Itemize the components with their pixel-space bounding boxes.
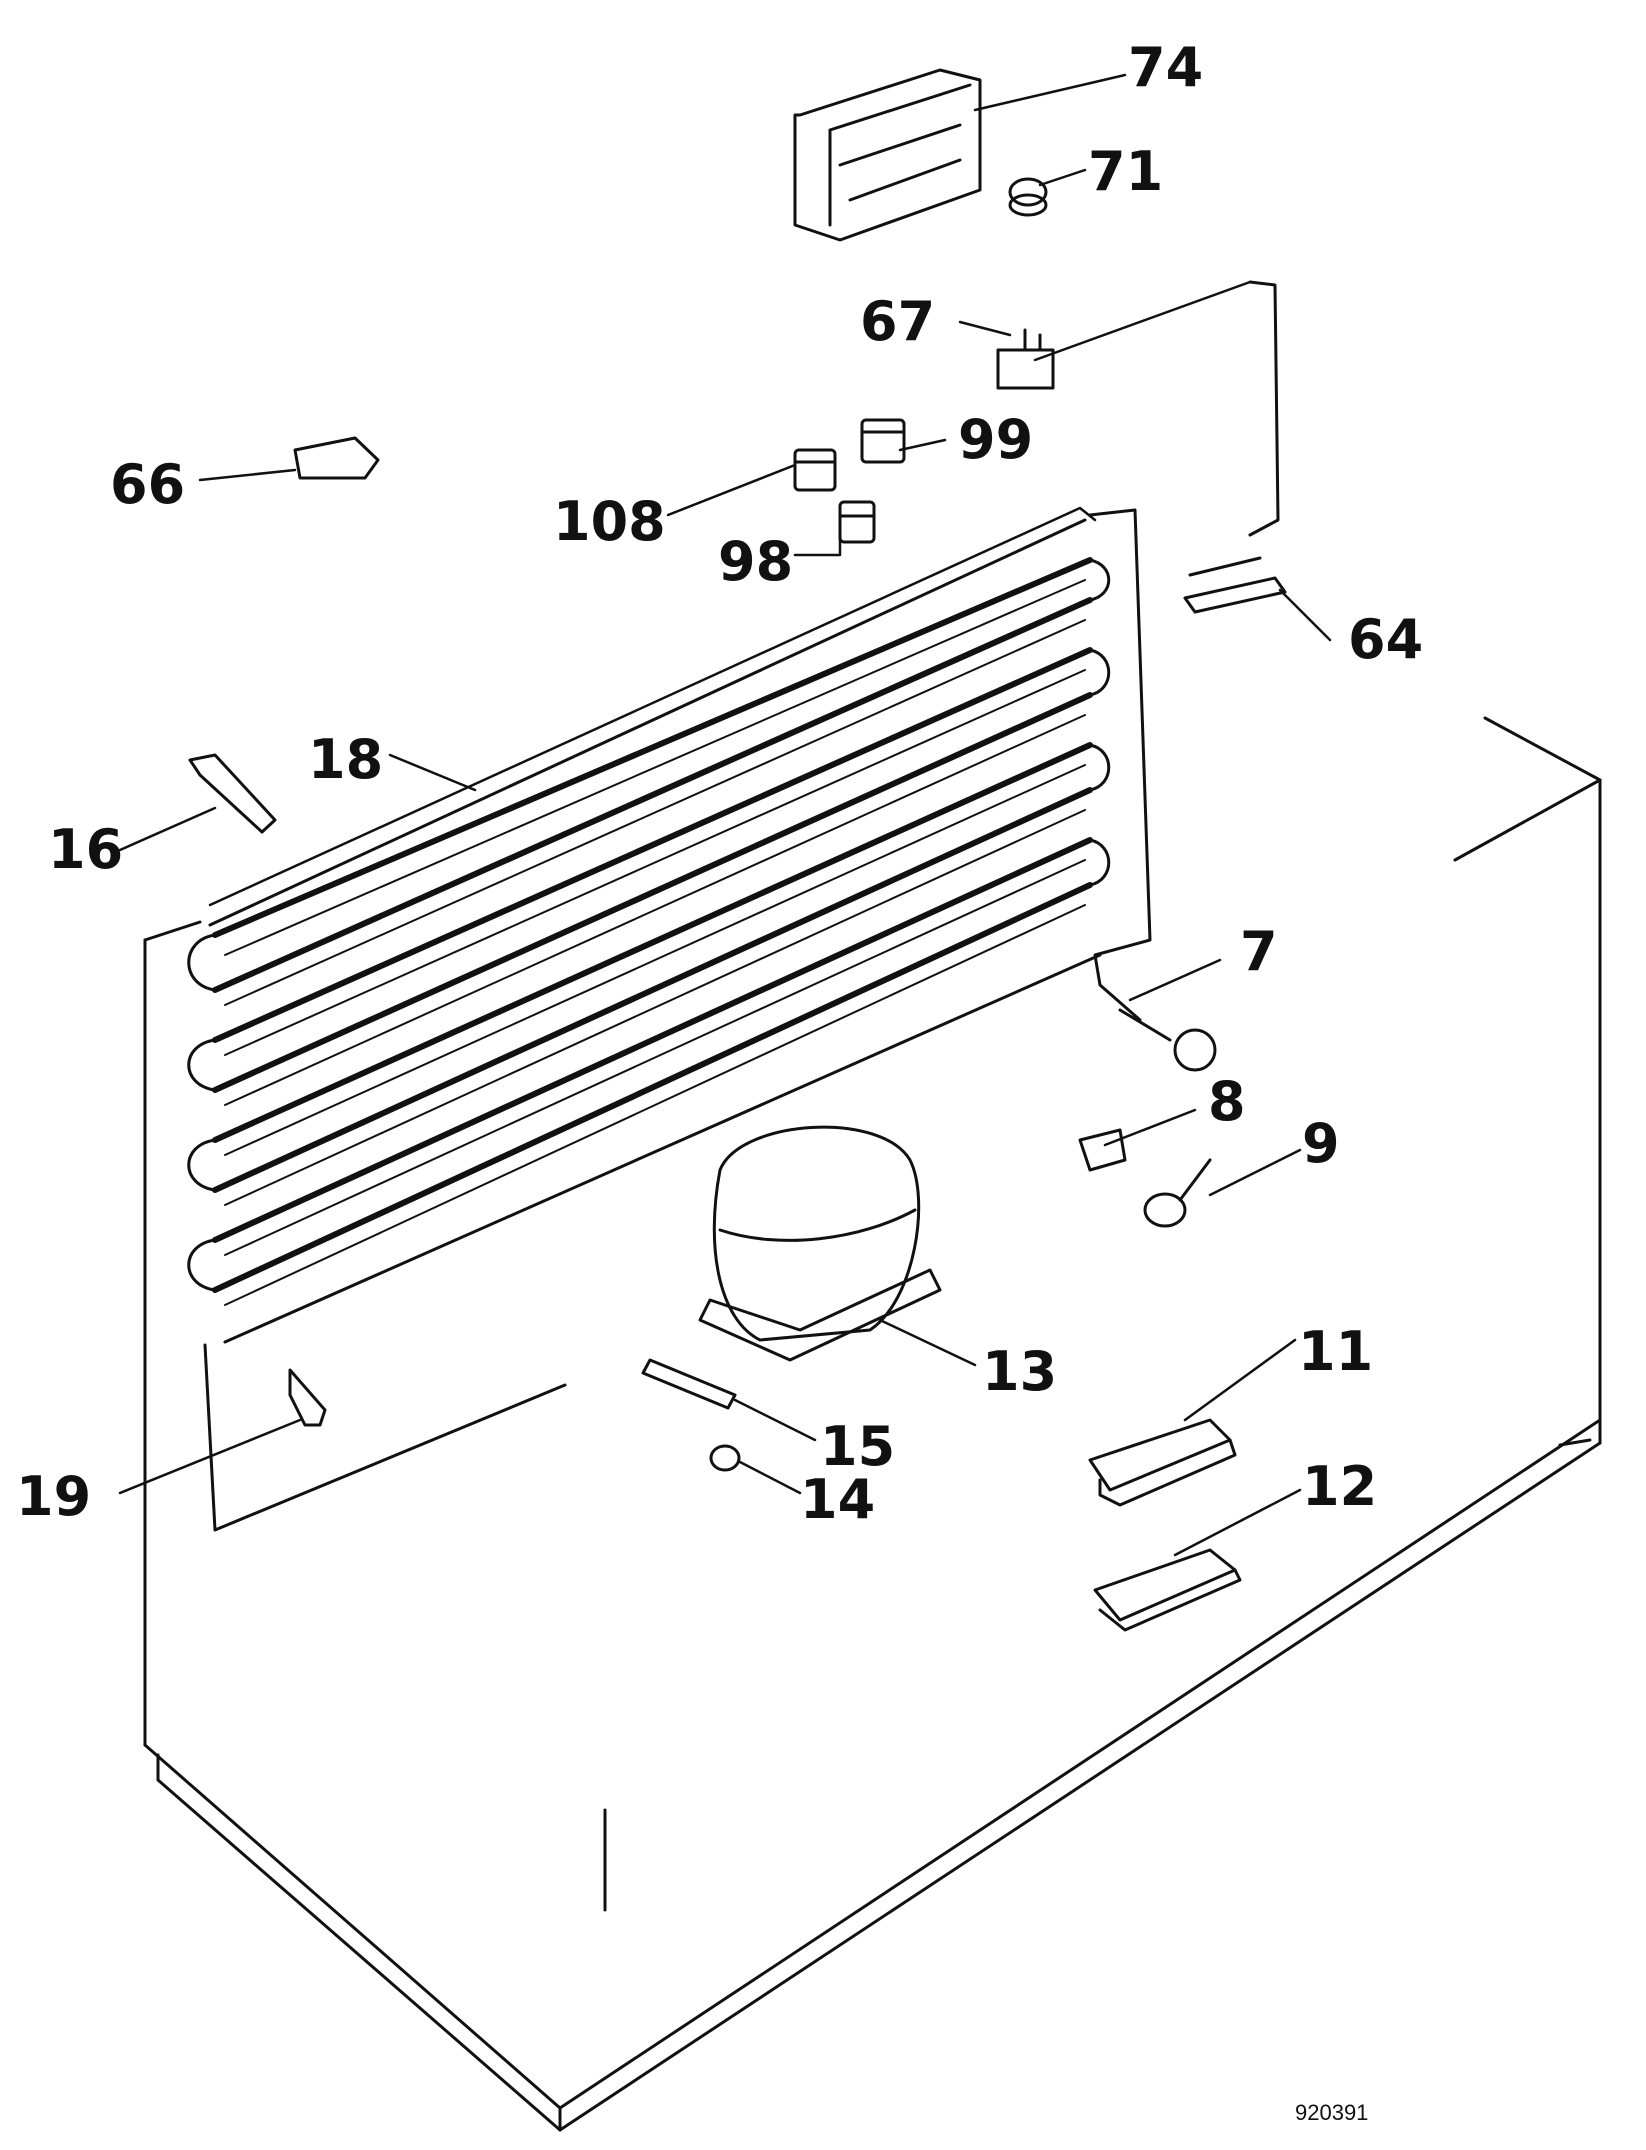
drawing-number: 920391 <box>1295 2100 1368 2125</box>
label-18: 18 <box>308 728 383 791</box>
part-67-thermostat <box>996 328 1055 390</box>
part-labels: 74 71 67 99 66 108 98 64 18 16 7 8 9 13 … <box>16 36 1423 1531</box>
label-13: 13 <box>982 1340 1057 1403</box>
part-19-bracket <box>288 1368 327 1427</box>
part-12-relay <box>1093 1548 1242 1632</box>
part-64-drain-tray <box>1183 556 1287 614</box>
part-98-switch <box>838 500 876 544</box>
condenser-coil <box>187 280 1280 1532</box>
label-64: 64 <box>1348 608 1423 671</box>
part-9-plug <box>1143 1158 1212 1228</box>
label-98: 98 <box>718 530 793 593</box>
part-108-switch <box>793 448 837 492</box>
label-12: 12 <box>1302 1455 1377 1518</box>
label-67: 67 <box>860 290 935 353</box>
part-15-heater <box>641 1358 737 1410</box>
part-16-bracket <box>188 753 277 834</box>
label-8: 8 <box>1208 1070 1246 1133</box>
part-99-switch <box>860 418 906 464</box>
label-74: 74 <box>1128 36 1203 99</box>
label-15: 15 <box>820 1415 895 1478</box>
label-11: 11 <box>1298 1320 1373 1383</box>
label-99: 99 <box>958 408 1033 471</box>
label-9: 9 <box>1302 1112 1340 1175</box>
part-74-bracket <box>793 68 982 242</box>
part-14-grommet <box>709 1444 741 1472</box>
label-16: 16 <box>48 818 123 881</box>
part-13-compressor <box>698 1125 942 1362</box>
label-14: 14 <box>800 1468 875 1531</box>
label-66: 66 <box>110 453 185 516</box>
leader-lines <box>118 73 1332 1557</box>
part-7-sensor <box>1118 1008 1217 1072</box>
part-66-clip <box>293 436 380 480</box>
label-108: 108 <box>553 490 666 553</box>
part-11-relay <box>1088 1418 1237 1507</box>
cabinet-body <box>143 716 1602 2132</box>
part-8-clip <box>1078 1128 1127 1172</box>
label-19: 19 <box>16 1465 91 1528</box>
label-71: 71 <box>1088 140 1163 203</box>
part-71-plug <box>1008 177 1048 217</box>
label-7: 7 <box>1240 920 1278 983</box>
